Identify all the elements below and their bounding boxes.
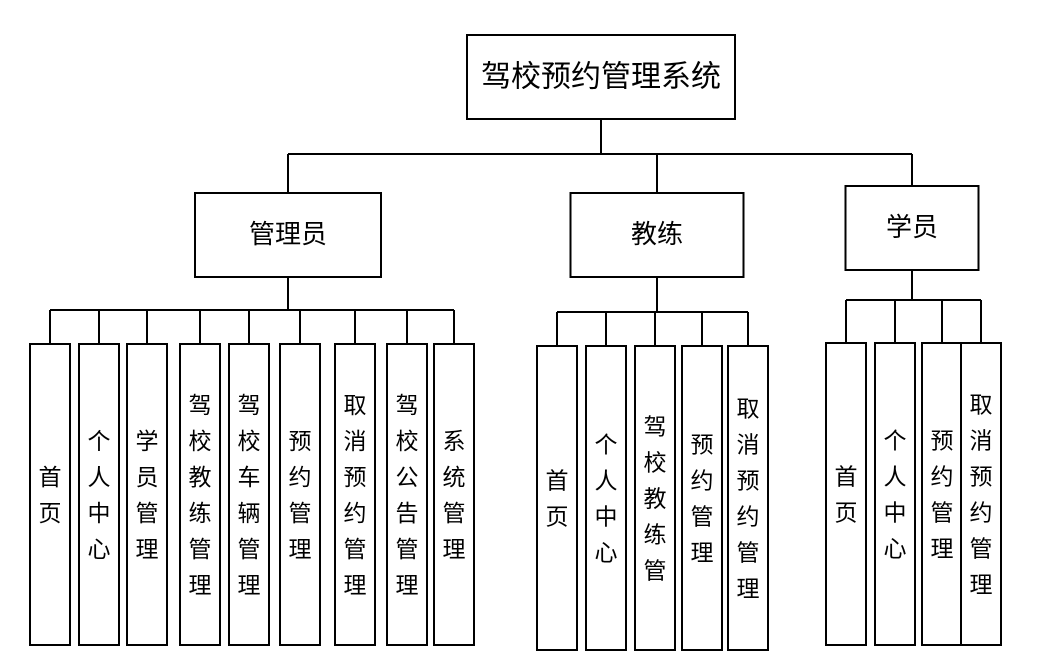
root-node: 驾校预约管理系统 xyxy=(466,34,736,120)
module-node-2-1-label: 个人中心 xyxy=(884,428,907,562)
role-node-2-label: 学员 xyxy=(886,213,938,243)
module-node-2-2-box xyxy=(921,342,963,646)
module-node-2-0-label: 首页 xyxy=(835,464,858,526)
role-node-1-label: 教练 xyxy=(631,220,683,250)
module-node-2-1-box xyxy=(874,342,916,646)
connector-lines xyxy=(49,119,982,346)
module-node-1-1-box xyxy=(585,345,627,651)
module-node-0-5: 预约管理 xyxy=(279,343,321,646)
module-node-0-0: 首页 xyxy=(29,343,71,646)
module-node-0-3-box xyxy=(179,343,221,646)
module-node-0-7-label: 驾校公告管理 xyxy=(396,393,419,599)
module-node-1-2-box xyxy=(634,345,676,651)
module-node-0-1-box xyxy=(78,343,120,646)
role-node-1-box xyxy=(569,192,745,278)
module-node-0-2: 学员管理 xyxy=(126,343,168,646)
module-node-2-1: 个人中心 xyxy=(874,342,916,646)
role-node-0-label: 管理员 xyxy=(249,220,327,250)
module-node-2-3-label: 取消预约管理 xyxy=(970,392,993,598)
module-node-0-1: 个人中心 xyxy=(78,343,120,646)
module-node-0-5-box xyxy=(279,343,321,646)
module-node-0-6-box xyxy=(334,343,376,646)
module-node-2-3: 取消预约管理 xyxy=(960,342,1002,646)
module-node-2-2: 预约管理 xyxy=(921,342,963,646)
module-node-2-0-box xyxy=(825,342,867,646)
module-node-0-4-box xyxy=(228,343,270,646)
module-node-0-7: 驾校公告管理 xyxy=(386,343,428,646)
module-node-1-1-label: 个人中心 xyxy=(595,432,618,566)
module-node-0-3-label: 驾校教练管理 xyxy=(189,393,212,599)
module-node-1-4-box xyxy=(727,345,769,651)
module-node-1-2: 驾校教练管 xyxy=(634,345,676,651)
root-node-label: 驾校预约管理系统 xyxy=(481,60,721,95)
module-node-1-0-label: 首页 xyxy=(546,468,569,530)
module-node-1-1: 个人中心 xyxy=(585,345,627,651)
role-node-0: 管理员 xyxy=(194,192,382,278)
role-node-2-box xyxy=(844,185,980,271)
module-node-1-3-box xyxy=(681,345,723,651)
module-node-0-3: 驾校教练管理 xyxy=(179,343,221,646)
module-node-0-4-label: 驾校车辆管理 xyxy=(238,393,261,599)
module-node-0-6: 取消预约管理 xyxy=(334,343,376,646)
module-node-0-0-box xyxy=(29,343,71,646)
module-node-0-6-label: 取消预约管理 xyxy=(344,393,367,599)
role-node-2: 学员 xyxy=(844,185,980,271)
module-node-0-2-box xyxy=(126,343,168,646)
module-node-1-4: 取消预约管理 xyxy=(727,345,769,651)
module-node-0-4: 驾校车辆管理 xyxy=(228,343,270,646)
module-node-0-0-label: 首页 xyxy=(39,465,62,527)
module-node-2-2-label: 预约管理 xyxy=(931,428,954,562)
module-node-1-3-label: 预约管理 xyxy=(691,432,714,566)
role-node-1: 教练 xyxy=(569,192,745,278)
module-node-0-7-box xyxy=(386,343,428,646)
module-node-0-8: 系统管理 xyxy=(433,343,475,646)
module-node-0-8-label: 系统管理 xyxy=(443,429,466,563)
module-node-0-1-label: 个人中心 xyxy=(88,429,111,563)
module-node-1-0-box xyxy=(536,345,578,651)
module-node-0-8-box xyxy=(433,343,475,646)
module-node-1-2-label: 驾校教练管 xyxy=(644,414,667,584)
module-node-0-2-label: 学员管理 xyxy=(136,429,159,563)
role-node-0-box xyxy=(194,192,382,278)
diagram-nodes: 驾校预约管理系统管理员首页个人中心学员管理驾校教练管理驾校车辆管理预约管理取消预… xyxy=(29,34,1002,651)
module-node-0-5-label: 预约管理 xyxy=(289,429,312,563)
module-node-2-0: 首页 xyxy=(825,342,867,646)
module-node-1-0: 首页 xyxy=(536,345,578,651)
module-node-2-3-box xyxy=(960,342,1002,646)
module-node-1-4-label: 取消预约管理 xyxy=(737,396,760,602)
root-node-box xyxy=(466,34,736,120)
module-node-1-3: 预约管理 xyxy=(681,345,723,651)
